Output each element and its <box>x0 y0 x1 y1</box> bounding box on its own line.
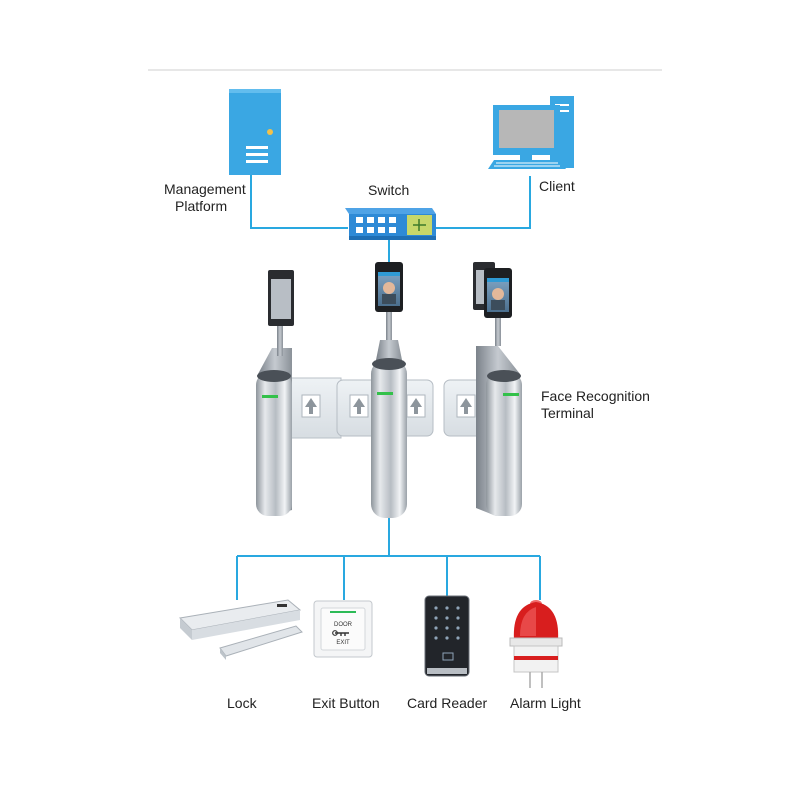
exit-button-icon: DOOR EXIT <box>313 600 373 658</box>
terminal-label-line2: Terminal <box>541 405 594 421</box>
terminal-label-line1: Face Recognition <box>541 388 650 404</box>
switch-icon <box>345 208 436 240</box>
alarm-light-icon <box>509 600 563 688</box>
exit-button-face-bottom: EXIT <box>336 640 350 646</box>
lock-icon <box>178 599 303 660</box>
alarm-light-label: Alarm Light <box>510 695 581 711</box>
client-label: Client <box>539 178 575 194</box>
management-platform-label-line1: Management <box>164 181 246 197</box>
exit-button-face-top: DOOR <box>334 622 353 628</box>
lock-label: Lock <box>227 695 257 711</box>
switch-label: Switch <box>368 182 410 198</box>
management-platform-label: Management Platform <box>164 181 246 215</box>
card-reader-label: Card Reader <box>407 695 488 711</box>
bottom-connectors <box>236 518 541 600</box>
management-platform-label-line2: Platform <box>175 198 228 214</box>
client-computer-icon <box>488 96 574 169</box>
card-reader-icon <box>424 595 470 677</box>
management-server-icon <box>229 89 281 175</box>
turnstile-group <box>256 262 522 518</box>
exit-button-label: Exit Button <box>312 695 380 711</box>
face-recognition-terminal-label: Face Recognition Terminal <box>541 388 650 422</box>
top-connectors <box>250 175 531 229</box>
